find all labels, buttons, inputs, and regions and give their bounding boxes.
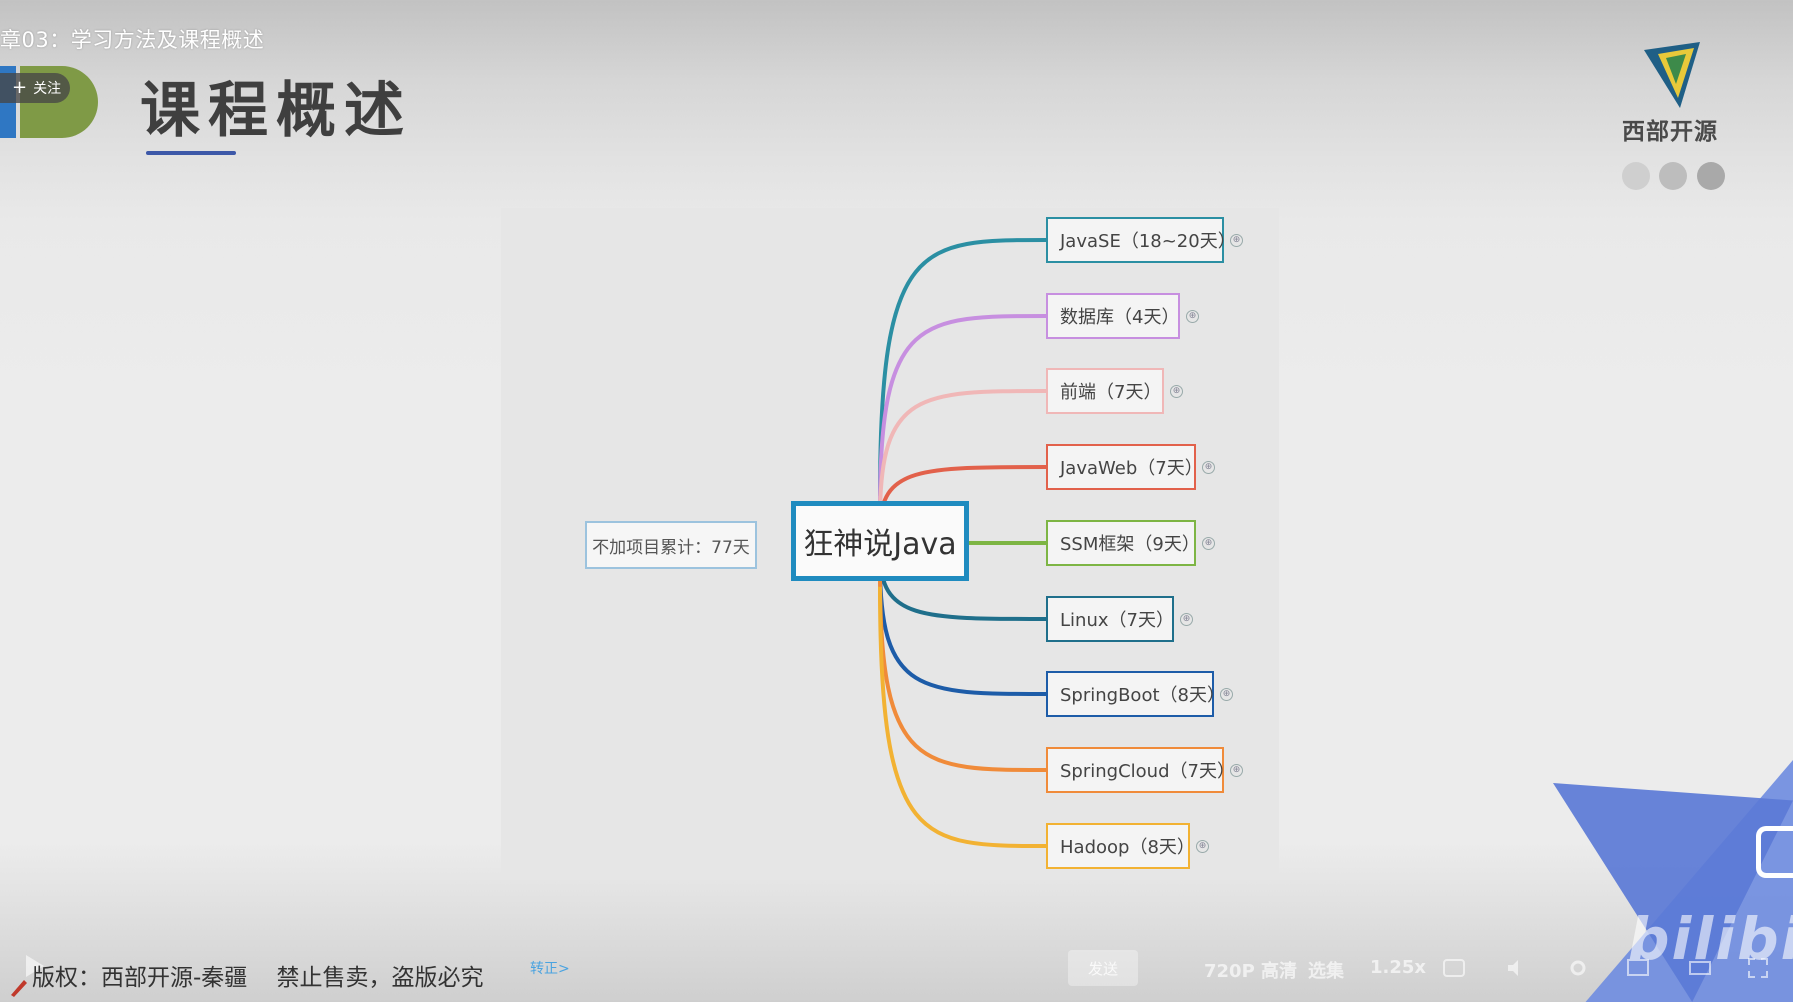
mindmap-branch-label: Hadoop（8天） <box>1060 837 1195 858</box>
mindmap-branch-label: 数据库（4天） <box>1060 307 1180 328</box>
mindmap-branch-label: SpringBoot（8天） <box>1060 685 1225 706</box>
episodes-button[interactable]: 选集 <box>1308 961 1344 982</box>
settings-gear-icon[interactable] <box>1566 956 1590 980</box>
fullscreen-icon[interactable] <box>1746 956 1770 980</box>
mindmap-branch-label: SpringCloud（7天） <box>1060 761 1235 782</box>
mindmap-central-node[interactable]: 狂神说Java <box>791 501 969 581</box>
mindmap-connector <box>878 563 1047 696</box>
quality-button[interactable]: 720P 高清 <box>1204 961 1298 982</box>
mindmap-branch-label: JavaSE（18~20天） <box>1060 231 1236 252</box>
mindmap-branch-node[interactable]: JavaWeb（7天） <box>1046 444 1203 490</box>
expand-branch-icon[interactable]: ⊕ <box>1186 310 1199 323</box>
mindmap-branch-label: JavaWeb（7天） <box>1060 458 1203 479</box>
play-icon[interactable] <box>26 955 44 977</box>
danmaku-toggle-icon[interactable] <box>1442 956 1466 980</box>
follow-button[interactable]: + 关注 <box>0 73 70 103</box>
volume-icon[interactable] <box>1505 956 1529 980</box>
mindmap-branch-label: SSM框架（9天） <box>1060 534 1200 555</box>
send-button[interactable]: 发送 <box>1068 950 1138 986</box>
expand-branch-icon[interactable]: ⊕ <box>1170 385 1183 398</box>
mindmap-connector <box>878 586 1047 848</box>
expand-branch-icon[interactable]: ⊕ <box>1202 461 1215 474</box>
mindmap-branch-label: Linux（7天） <box>1060 610 1174 631</box>
mindmap-connector <box>878 389 1047 519</box>
expand-branch-icon[interactable]: ⊕ <box>1230 764 1243 777</box>
widescreen-icon[interactable] <box>1688 956 1712 980</box>
mindmap-branch-node[interactable]: JavaSE（18~20天） <box>1046 217 1236 263</box>
mindmap-branch-node[interactable]: SpringCloud（7天） <box>1046 747 1235 793</box>
danmaku-input-field[interactable] <box>460 950 1024 988</box>
mindmap-branch-node[interactable]: Hadoop（8天） <box>1046 823 1195 869</box>
mindmap-connector <box>878 238 1047 496</box>
mindmap-branch-node[interactable]: SpringBoot（8天） <box>1046 671 1225 717</box>
expand-branch-icon[interactable]: ⊕ <box>1230 234 1243 247</box>
speed-button[interactable]: 1.25x <box>1370 957 1427 978</box>
mindmap-branch-node[interactable]: 前端（7天） <box>1046 368 1164 414</box>
slide-dot-1 <box>1622 162 1650 190</box>
title-underline <box>146 151 236 155</box>
brand-logo-icon <box>1644 42 1700 108</box>
slide-dot-3 <box>1697 162 1725 190</box>
expand-branch-icon[interactable]: ⊕ <box>1220 688 1233 701</box>
plus-icon: + <box>12 77 28 98</box>
mindmap-connector <box>878 314 1047 508</box>
slide-title: 课程概述 <box>140 76 412 146</box>
slide-dot-2 <box>1659 162 1687 190</box>
mindmap-branch-node[interactable]: 数据库（4天） <box>1046 293 1180 339</box>
brand-name: 西部开源 <box>1622 119 1718 145</box>
mindmap-branch-label: 前端（7天） <box>1060 382 1162 403</box>
mindmap-side-note: 不加项目累计：77天 <box>585 521 757 569</box>
copyright-caption: 版权：西部开源-秦疆 禁止售卖，盗版必究 <box>32 965 484 991</box>
danmaku-input[interactable] <box>460 950 1024 988</box>
expand-branch-icon[interactable]: ⊕ <box>1180 613 1193 626</box>
mindmap-branch-node[interactable]: SSM框架（9天） <box>1046 520 1200 566</box>
video-title: 章03：学习方法及课程概述 <box>0 28 265 52</box>
expand-branch-icon[interactable]: ⊕ <box>1196 840 1209 853</box>
expand-branch-icon[interactable]: ⊕ <box>1202 537 1215 550</box>
pen-icon[interactable] <box>8 976 30 998</box>
mindmap-branch-node[interactable]: Linux（7天） <box>1046 596 1174 642</box>
picture-in-picture-icon[interactable] <box>1626 956 1650 980</box>
danmaku-correct-link[interactable]: 转正> <box>530 961 570 977</box>
bilibili-tv-icon <box>1756 826 1793 878</box>
follow-label: 关注 <box>33 81 62 97</box>
